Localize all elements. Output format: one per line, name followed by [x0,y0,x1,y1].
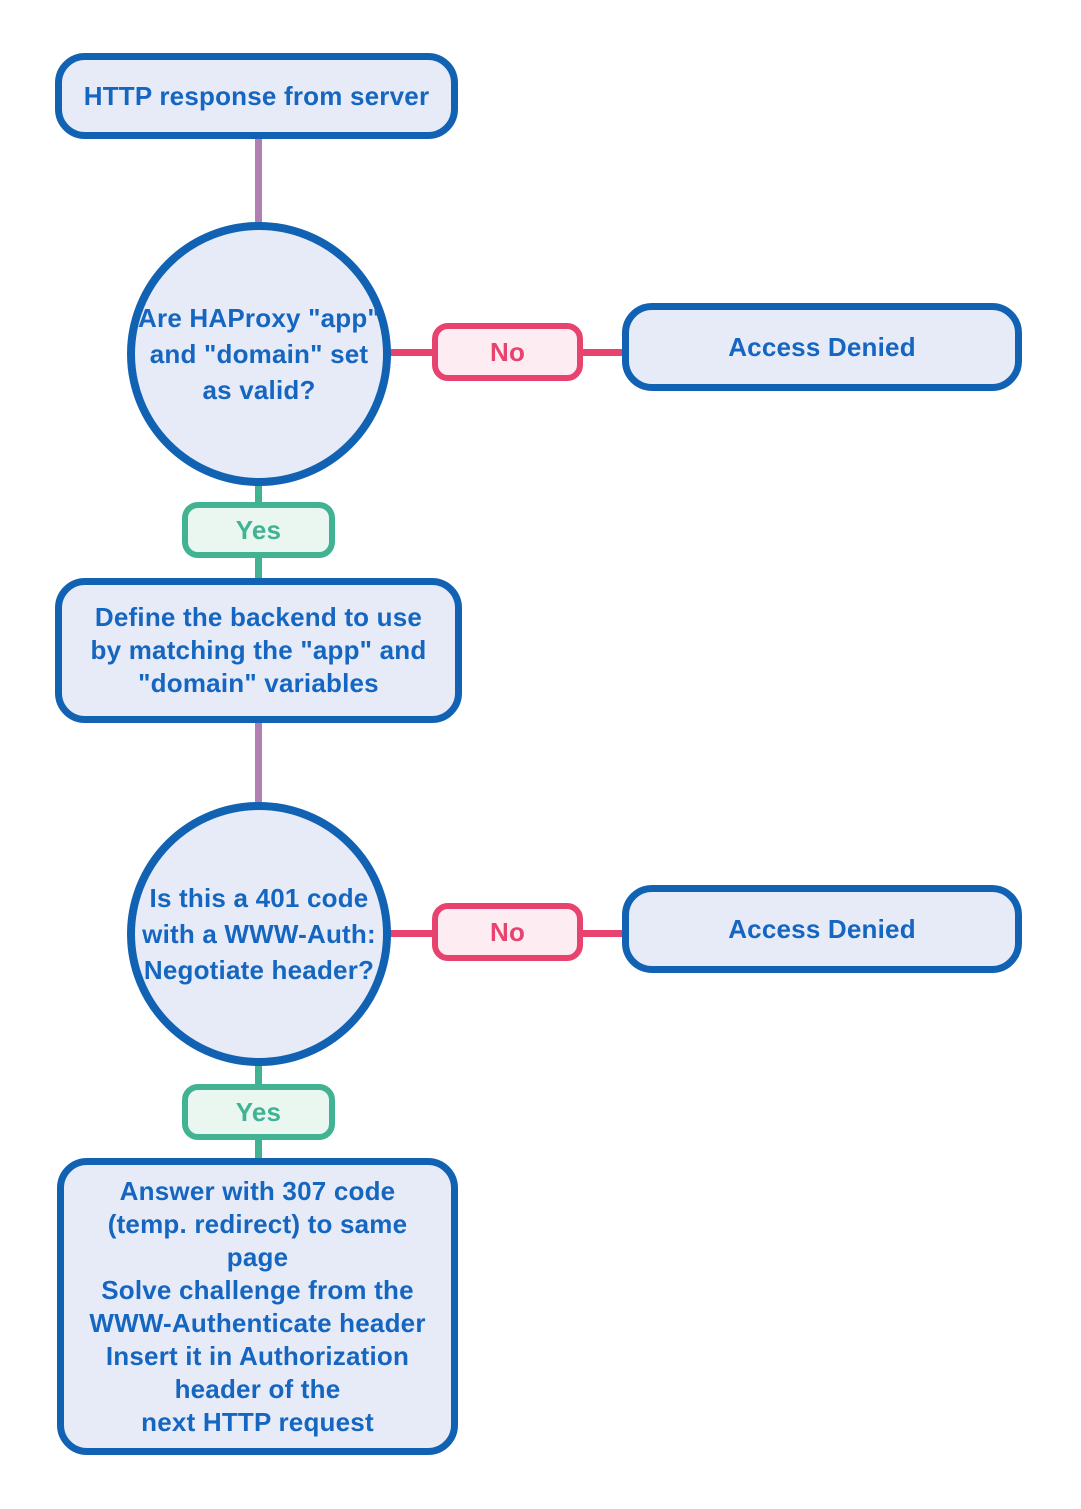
terminal-node-access-denied-2: Access Denied [622,885,1022,973]
branch-label-no-1: No [432,323,583,381]
branch-label-yes-2: Yes [182,1084,335,1140]
branch-label-no-2: No [432,903,583,961]
process-node-define-backend: Define the backend to use by matching th… [55,578,462,723]
connector-start-to-decision1 [255,132,262,232]
connector-process1-to-decision2 [255,715,262,812]
decision-node-401-www-auth: Is this a 401 code with a WWW-Auth: Nego… [127,802,391,1066]
branch-label-yes-1: Yes [182,502,335,558]
process-node-answer-307-redirect: Answer with 307 code (temp. redirect) to… [57,1158,458,1455]
terminal-node-access-denied-1: Access Denied [622,303,1022,391]
start-node-http-response: HTTP response from server [55,53,458,139]
decision-node-app-domain-valid: Are HAProxy "app" and "domain" set as va… [127,222,391,486]
